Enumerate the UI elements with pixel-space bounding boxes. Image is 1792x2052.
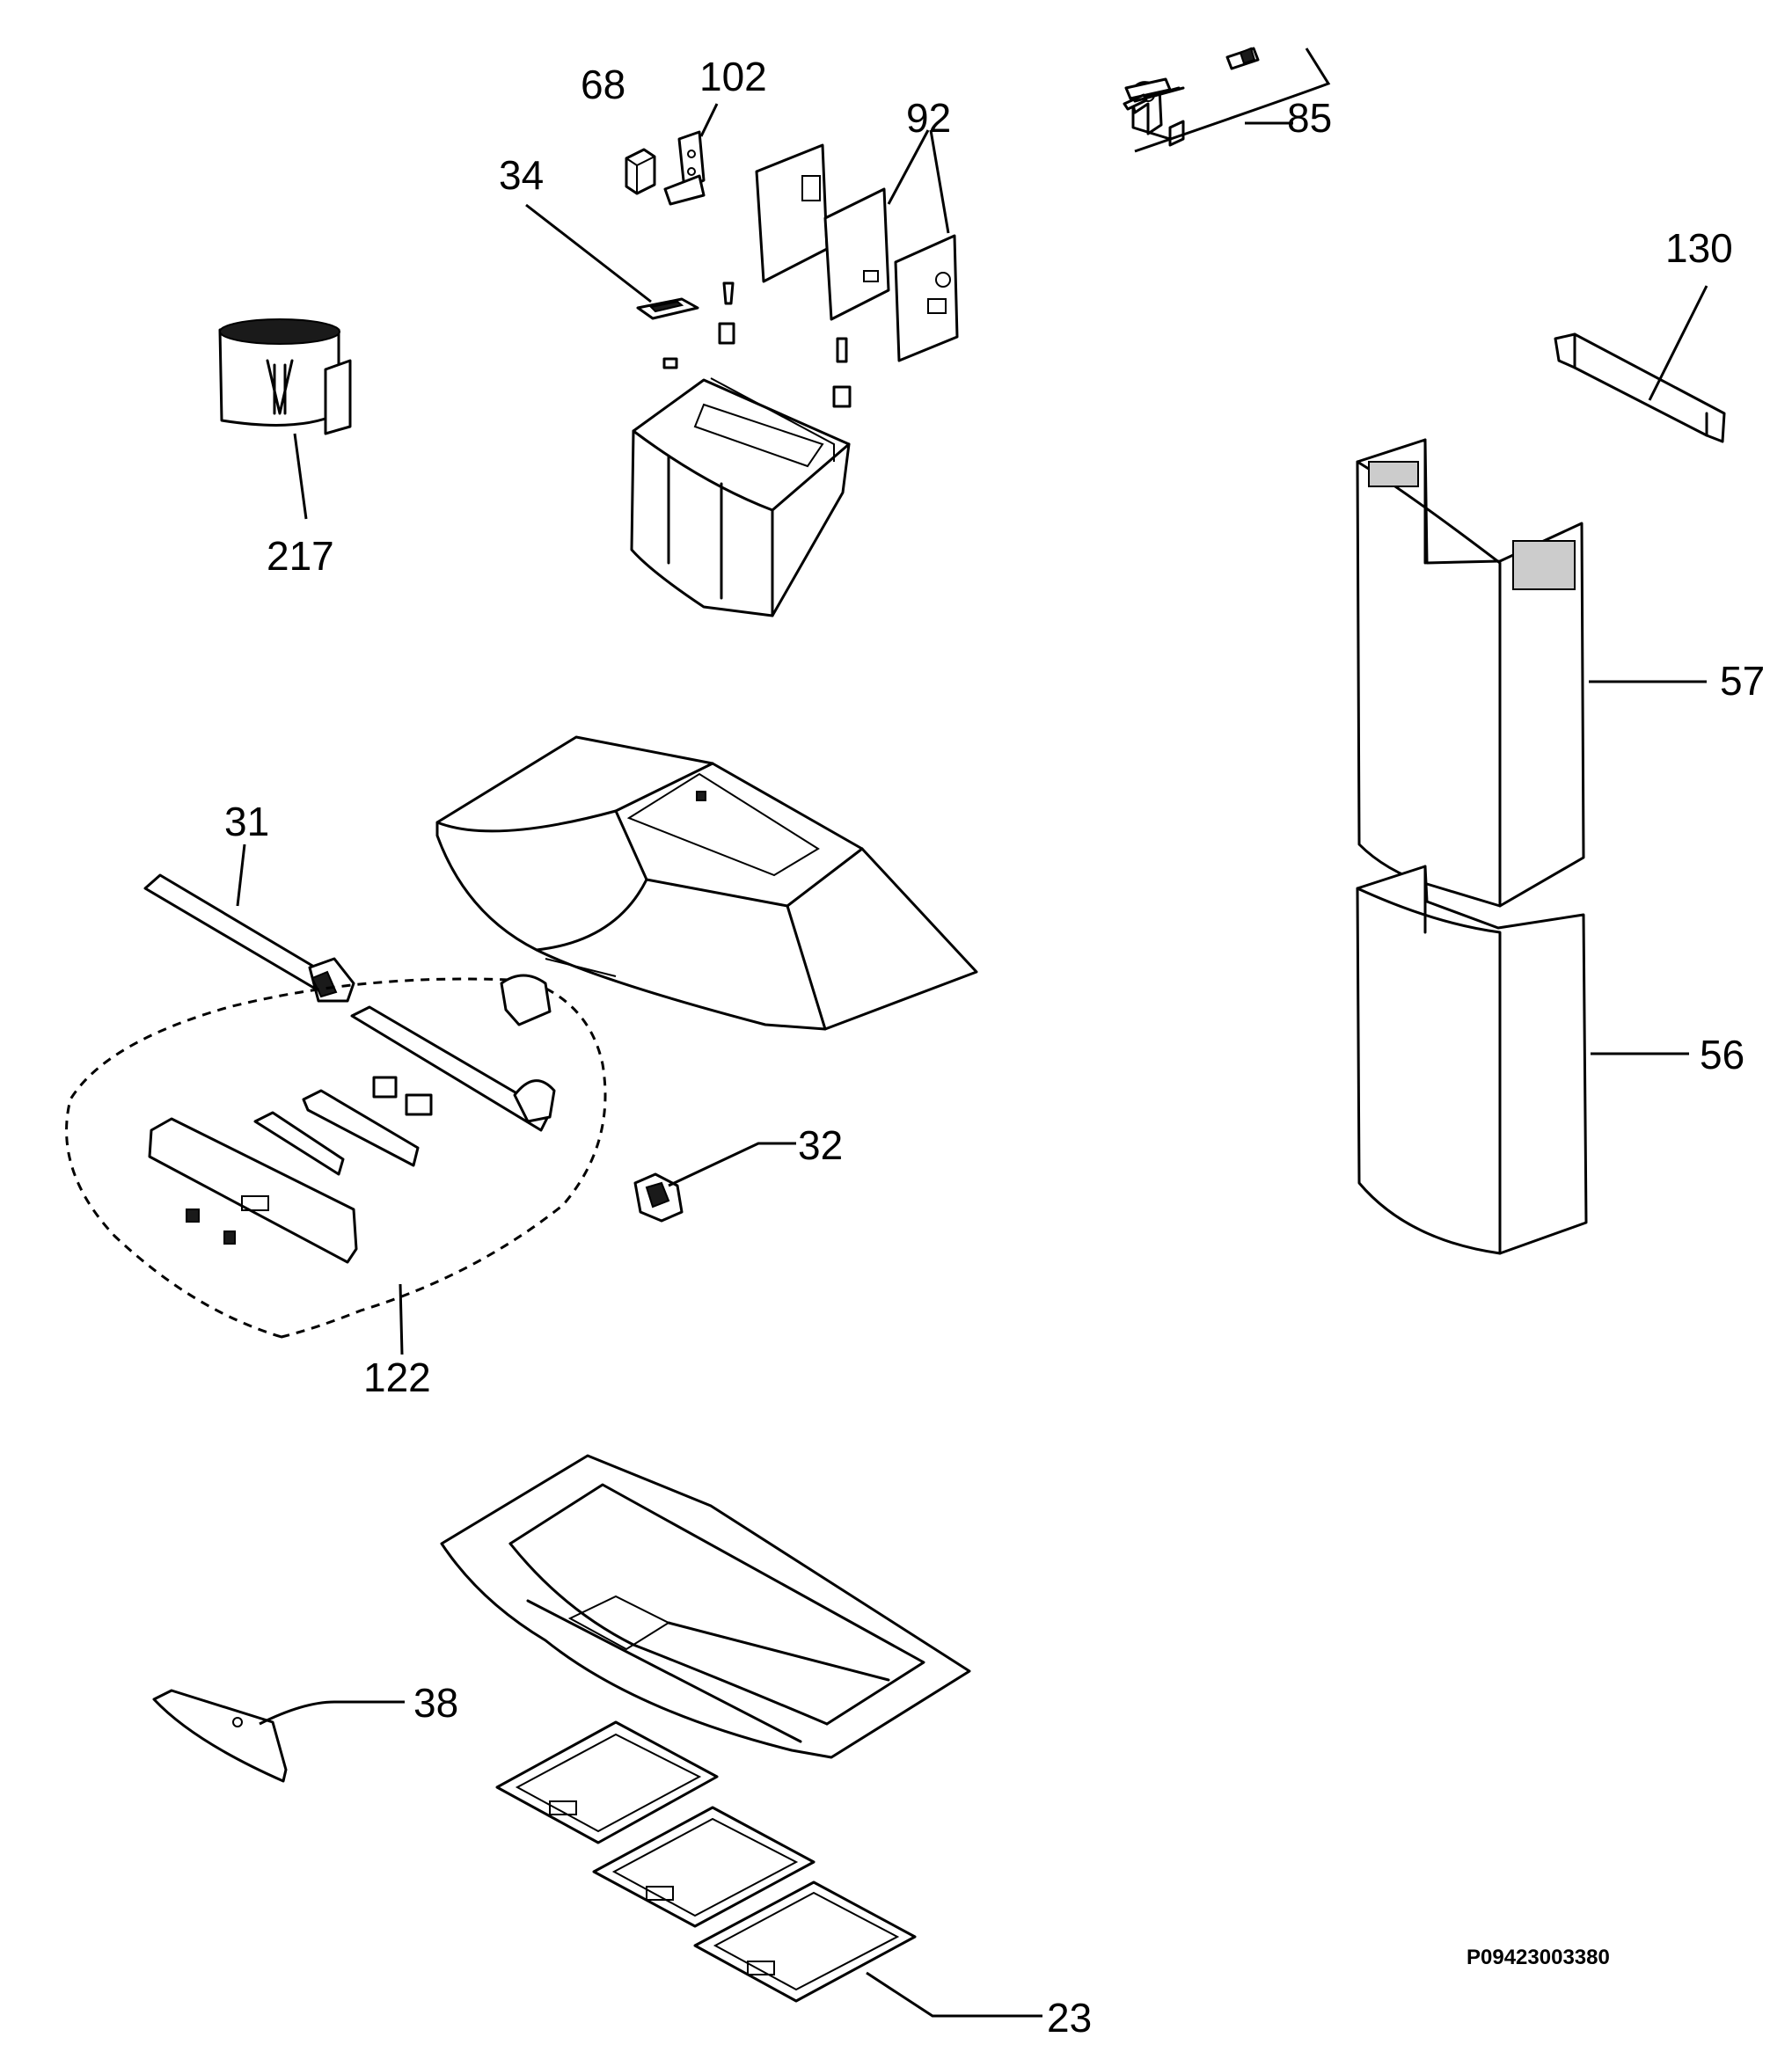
label-56: 56 (1700, 1032, 1744, 1077)
part-68-block[interactable] (625, 148, 656, 195)
leader-23 (866, 1971, 1042, 2018)
part-38-lamp-cover[interactable] (152, 1689, 288, 1783)
leader-38 (259, 1700, 405, 1726)
hood-base-frame[interactable] (440, 1454, 971, 1759)
label-57: 57 (1720, 658, 1765, 704)
part-130-wall-bracket[interactable] (1554, 332, 1726, 443)
label-122: 122 (363, 1355, 431, 1400)
part-217-motor-housing[interactable] (218, 318, 352, 435)
leader-34 (525, 203, 652, 303)
label-32: 32 (798, 1122, 843, 1168)
leader-92a (887, 129, 930, 205)
label-38: 38 (413, 1680, 458, 1726)
label-31: 31 (224, 799, 269, 844)
label-68: 68 (581, 62, 625, 107)
leader-31 (236, 843, 246, 907)
label-217: 217 (267, 533, 334, 579)
leader-130 (1648, 285, 1708, 401)
leader-92b (929, 129, 950, 234)
part-92-mounting-plates[interactable] (755, 143, 959, 362)
label-34: 34 (499, 152, 544, 198)
part-56-lower-chimney-cover[interactable] (1356, 865, 1588, 1255)
leader-102 (699, 103, 719, 137)
fastener-hardware (662, 281, 852, 408)
label-23: 23 (1047, 1995, 1092, 2041)
label-92: 92 (906, 95, 951, 141)
leader-32 (668, 1142, 796, 1187)
part-32-capacitor[interactable] (633, 1172, 684, 1223)
drawing-code: P09423003380 (1467, 1946, 1610, 1969)
label-102: 102 (699, 54, 767, 99)
leader-122 (399, 1283, 404, 1355)
part-31-lamp-tube[interactable] (143, 873, 355, 1003)
leader-85 (1134, 47, 1331, 153)
leader-217 (293, 433, 308, 520)
part-23-grease-filters[interactable] (495, 1720, 917, 2003)
part-34-switch[interactable] (636, 297, 699, 320)
label-85: 85 (1287, 95, 1332, 141)
hood-canopy[interactable] (435, 735, 978, 1031)
part-122-control-panel-kit[interactable] (65, 974, 607, 1339)
part-102-bracket[interactable] (663, 130, 706, 206)
label-130: 130 (1665, 225, 1733, 271)
part-57-upper-chimney-cover[interactable] (1356, 438, 1585, 908)
motor-plenum-box[interactable] (630, 377, 851, 617)
